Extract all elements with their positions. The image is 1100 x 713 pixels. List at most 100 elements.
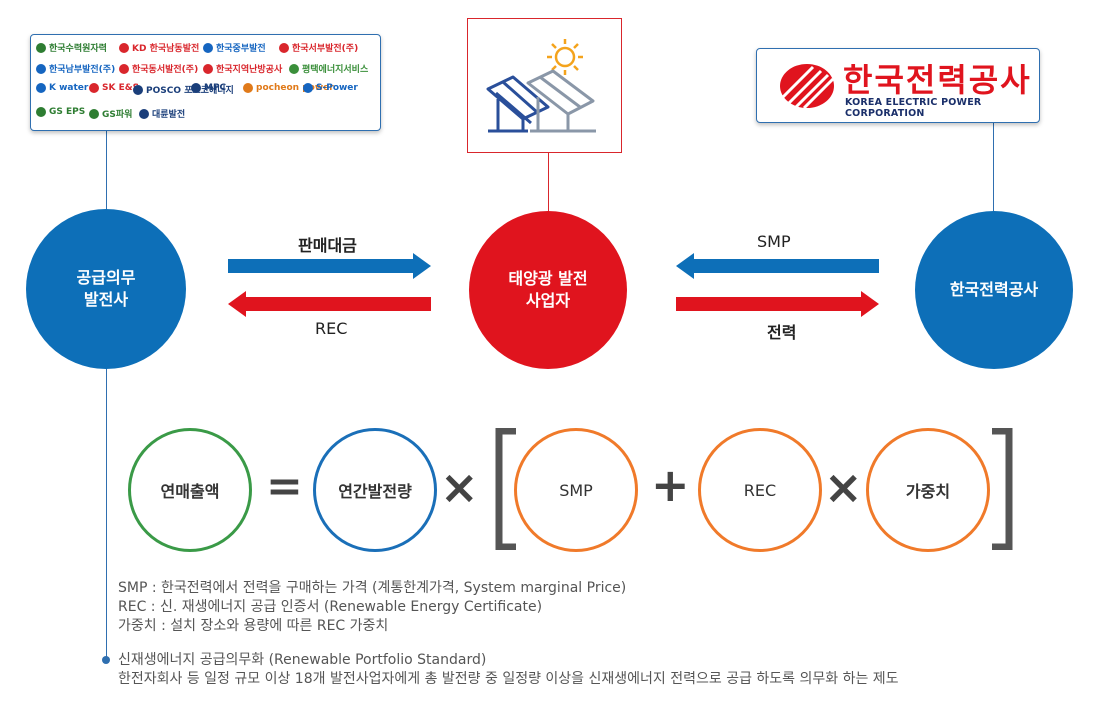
supplier-logo-mark-icon	[133, 84, 143, 95]
multiply-sign-1: ×	[440, 460, 479, 514]
supplier-logo-mark-icon	[303, 83, 313, 93]
supplier-node-label: 공급의무 발전사	[76, 268, 136, 309]
supplier-logo: 대륜발전	[139, 107, 185, 120]
flow-label-sales-payment: 판매대금	[298, 236, 357, 255]
formula-annual-generation: 연간발전량	[313, 428, 437, 552]
formula-rec-label: REC	[743, 480, 777, 500]
solar-node-label: 태양광 발전 사업자	[508, 269, 588, 310]
kepco-node-label: 한국전력공사	[949, 280, 1039, 299]
note-rec: REC : 신. 재생에너지 공급 인증서 (Renewable Energy …	[118, 599, 543, 615]
plus-sign: +	[651, 458, 690, 512]
supplier-logo-name: MPC	[204, 83, 227, 93]
supplier-logo-name: 대륜발전	[152, 110, 186, 120]
supplier-logo: GS파워	[89, 107, 132, 120]
rps-description: 한전자회사 등 일정 규모 이상 18개 발전사업자에게 총 발전량 중 일정량…	[118, 671, 899, 687]
supplier-logo-mark-icon	[289, 63, 299, 74]
supplier-logo-name: 한국동서발전(주)	[132, 65, 199, 75]
flow-label-smp: SMP	[757, 232, 791, 251]
supplier-logo: 한국동서발전(주)	[119, 62, 198, 75]
supplier-logo-name: GS EPS	[49, 107, 86, 117]
supplier-logo-name: SK E&S	[102, 83, 140, 93]
flow-label-power: 전력	[767, 323, 797, 342]
supplier-logo-name: POSCO 포스코에너지	[146, 86, 234, 96]
kepco-emblem-icon	[780, 64, 835, 109]
supplier-logo-name: 한국지역난방공사	[216, 65, 283, 75]
solar-connector-line	[548, 153, 549, 213]
formula-weight: 가중치	[866, 428, 990, 552]
kepco-connector-line	[993, 123, 994, 213]
supplier-logo: KD 한국남동발전	[119, 41, 199, 54]
supplier-logo-name: pocheon power	[256, 83, 334, 93]
sun-icon	[547, 39, 583, 75]
supplier-logo: 한국수력원자력	[36, 41, 107, 54]
supplier-logo: 한국남부발전(주)	[36, 62, 115, 75]
supplier-logo: MPC	[191, 83, 226, 93]
supplier-logo: 한국중부발전	[203, 41, 266, 54]
formula-smp: SMP	[514, 428, 638, 552]
supplier-logo-name: KD 한국남동발전	[132, 44, 200, 54]
kepco-english-name: KOREA ELECTRIC POWER CORPORATION	[845, 97, 982, 119]
supplier-logo-mark-icon	[89, 108, 99, 119]
supplier-logo: GS EPS	[36, 107, 85, 117]
supplier-logo-mark-icon	[89, 83, 99, 93]
formula-annual-revenue: 연매출액	[128, 428, 252, 552]
supplier-logo-mark-icon	[119, 63, 129, 74]
rps-title: 신재생에너지 공급의무화 (Renewable Portfolio Standa…	[118, 652, 487, 668]
equals-sign: =	[266, 461, 303, 512]
supplier-logo-name: 한국중부발전	[216, 44, 266, 54]
supplier-logo: 한국지역난방공사	[203, 62, 282, 75]
supplier-logo-mark-icon	[36, 42, 46, 53]
supplier-logo-name: GS파워	[102, 110, 133, 120]
arrow-power-to-kepco	[676, 291, 879, 317]
right-bracket	[992, 428, 1013, 550]
supplier-logo: 평택에너지서비스	[289, 62, 368, 75]
formula-smp-label: SMP	[559, 480, 593, 500]
solar-panel-illustration-box	[467, 18, 622, 153]
supplier-logo-mark-icon	[191, 83, 201, 93]
supplier-logo-mark-icon	[36, 83, 46, 93]
supplier-logo-mark-icon	[243, 83, 253, 93]
supplier-notes-connector-line	[106, 365, 107, 660]
supplier-logo-mark-icon	[119, 42, 129, 53]
supplier-logo: K water	[36, 83, 88, 93]
formula-rec: REC	[698, 428, 822, 552]
arrow-smp-to-solar	[676, 253, 879, 279]
supplier-node: 공급의무 발전사	[26, 209, 186, 369]
supplier-logo-name: 한국수력원자력	[49, 44, 107, 54]
solar-business-node: 태양광 발전 사업자	[469, 211, 627, 369]
supplier-logo-mark-icon	[203, 63, 213, 74]
supplier-logo-name: 한국남부발전(주)	[49, 65, 116, 75]
kepco-node: 한국전력공사	[915, 211, 1073, 369]
arrow-sales-payment	[228, 253, 431, 279]
supplier-logo: 한국서부발전(주)	[279, 41, 358, 54]
flow-label-rec: REC	[315, 319, 348, 338]
supplier-logo: S-Power	[303, 83, 358, 93]
definition-notes: SMP : 한국전력에서 전력을 구매하는 가격 (계통한계가격, System…	[118, 579, 626, 636]
supplier-logo-mark-icon	[203, 42, 213, 53]
supplier-logo-name: S-Power	[316, 83, 358, 93]
supplier-logo: POSCO 포스코에너지	[133, 83, 234, 96]
kepco-logo-panel: 한국전력공사 KOREA ELECTRIC POWER CORPORATION	[756, 48, 1040, 123]
flow-arrows	[228, 253, 879, 317]
supplier-logo: pocheon power	[243, 83, 334, 93]
multiply-sign-2: ×	[824, 460, 863, 514]
solar-panel-icon	[486, 39, 596, 133]
note-smp: SMP : 한국전력에서 전력을 구매하는 가격 (계통한계가격, System…	[118, 580, 627, 596]
formula-annual-generation-label: 연간발전량	[338, 482, 412, 501]
supplier-logo: SK E&S	[89, 83, 139, 93]
supplier-connector-line	[106, 131, 107, 211]
supplier-logo-name: 한국서부발전(주)	[292, 44, 359, 54]
supplier-logo-mark-icon	[36, 107, 46, 117]
supplier-logo-mark-icon	[36, 63, 46, 74]
supplier-logo-name: K water	[49, 83, 89, 93]
supplier-logos-panel: 한국수력원자력 KD 한국남동발전 한국중부발전 한국서부발전(주) 한국남부발전(주)…	[30, 34, 381, 131]
formula-weight-label: 가중치	[905, 482, 951, 501]
formula-annual-revenue-label: 연매출액	[160, 482, 220, 501]
supplier-logo-name: 평택에너지서비스	[302, 65, 369, 75]
left-bracket	[495, 428, 516, 550]
kepco-korean-name: 한국전력공사	[843, 61, 1032, 99]
rps-bullet-dot	[102, 656, 110, 664]
note-weight: 가중치 : 설치 장소와 용량에 따른 REC 가중치	[118, 618, 389, 634]
arrow-rec-to-supplier	[228, 291, 431, 317]
rps-notes: 신재생에너지 공급의무화 (Renewable Portfolio Standa…	[118, 651, 899, 689]
